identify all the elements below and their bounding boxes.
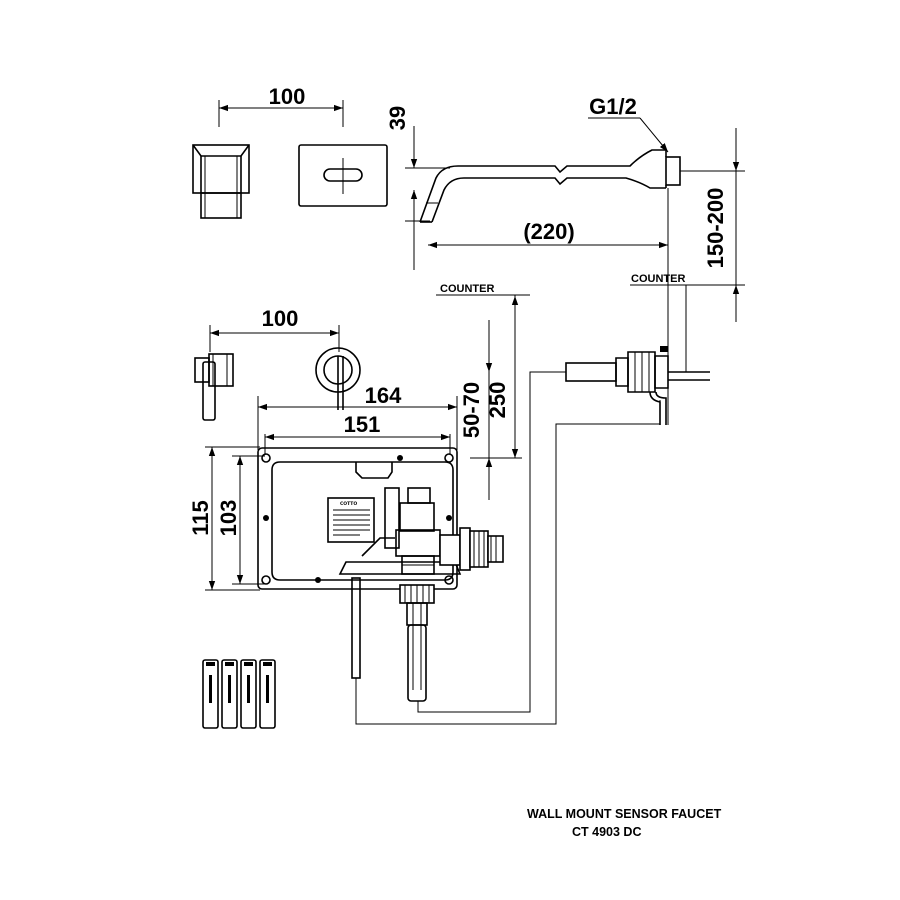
battery-pack xyxy=(202,659,276,729)
dim-box-inner-width: 151 xyxy=(344,412,381,437)
dim-top-width: 100 xyxy=(269,84,306,109)
title-block: WALL MOUNT SENSOR FAUCET CT 4903 DC xyxy=(527,807,722,839)
wall-fitting xyxy=(565,285,710,425)
counter-label-right: COUNTER xyxy=(631,273,685,285)
hose-routing xyxy=(355,371,661,725)
valve-front-view xyxy=(315,347,361,410)
box-label-sticker: COTTO xyxy=(327,497,375,543)
dim-valve-spacing: 100 xyxy=(262,306,299,331)
solenoid-valve xyxy=(338,487,504,575)
box-label-brand: COTTO xyxy=(340,501,357,507)
model-number: CT 4903 DC xyxy=(572,825,641,839)
counter-label-left: COUNTER xyxy=(440,283,494,295)
spout-side-elevation: 39 G1/2 (220) 150-200 COUNTER xyxy=(385,94,745,425)
mounting-screws xyxy=(261,453,454,585)
dim-box-outer-height: 115 xyxy=(188,500,213,536)
valve-side-view xyxy=(194,353,234,421)
dim-box-depth: 50-70 xyxy=(459,382,484,438)
valve-handles: 100 xyxy=(194,306,361,421)
spout-side-profile xyxy=(192,144,250,219)
dim-box-outer-width: 164 xyxy=(365,383,402,408)
dim-spout-mount-height: 150-200 xyxy=(703,188,728,269)
box-height-dims: 115 103 xyxy=(188,446,265,591)
box-width-dims: 164 151 xyxy=(257,383,458,455)
dim-spout-height: 39 xyxy=(385,106,410,130)
spout-front-views: 100 xyxy=(192,84,388,219)
box-depth-dims: COUNTER 250 50-70 xyxy=(436,283,530,500)
product-name: WALL MOUNT SENSOR FAUCET xyxy=(527,807,722,821)
dim-spout-length: (220) xyxy=(523,219,574,244)
sensor-face-front xyxy=(298,144,388,207)
dim-thread: G1/2 xyxy=(589,94,637,119)
control-box: COTTO xyxy=(257,447,504,702)
dim-box-inner-height: 103 xyxy=(216,500,241,537)
outlet-stem xyxy=(399,584,435,702)
